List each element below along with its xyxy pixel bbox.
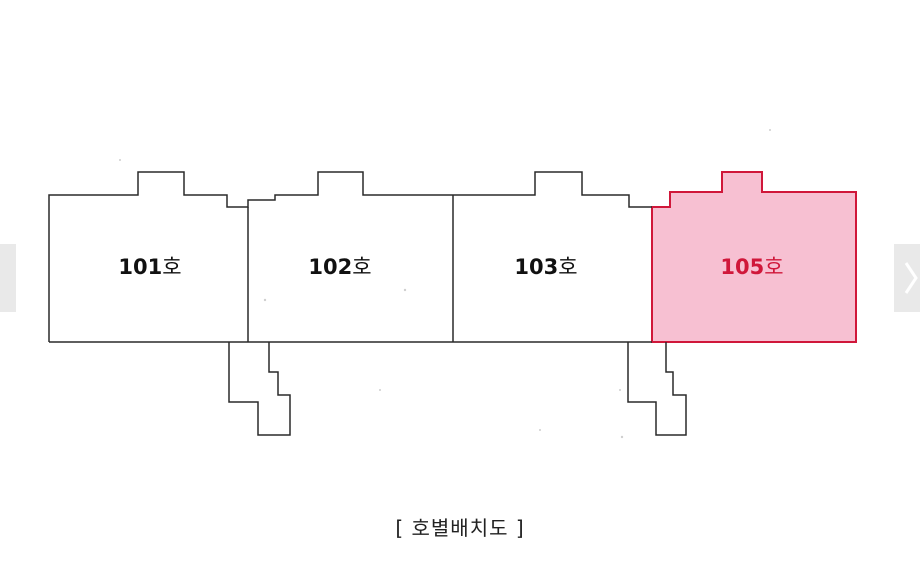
chevron-right-icon bbox=[904, 262, 918, 294]
unit-105-area[interactable] bbox=[651, 171, 857, 343]
unit-suffix-105: 호 bbox=[764, 255, 783, 279]
unit-number-102: 102 bbox=[308, 255, 352, 279]
unit-suffix-102: 호 bbox=[352, 255, 371, 279]
unit-suffix-103: 호 bbox=[558, 255, 577, 279]
next-slide-button[interactable] bbox=[894, 244, 920, 312]
building-outline bbox=[48, 171, 687, 436]
unit-suffix-101: 호 bbox=[162, 255, 181, 279]
stair-right bbox=[627, 342, 687, 436]
unit-label-105: 105호 bbox=[720, 255, 783, 279]
outline-top bbox=[48, 171, 652, 342]
unit-label-101: 101호 bbox=[118, 255, 181, 279]
unit-number-101: 101 bbox=[118, 255, 162, 279]
stair-left bbox=[228, 342, 291, 436]
unit-number-103: 103 bbox=[514, 255, 558, 279]
diagram-caption: [ 호별배치도 ] bbox=[395, 516, 525, 540]
scan-specks bbox=[119, 129, 771, 439]
prev-slide-button[interactable] bbox=[0, 244, 16, 312]
unit-label-103: 103호 bbox=[514, 255, 577, 279]
unit-label-102: 102호 bbox=[308, 255, 371, 279]
unit-number-105: 105 bbox=[720, 255, 764, 279]
